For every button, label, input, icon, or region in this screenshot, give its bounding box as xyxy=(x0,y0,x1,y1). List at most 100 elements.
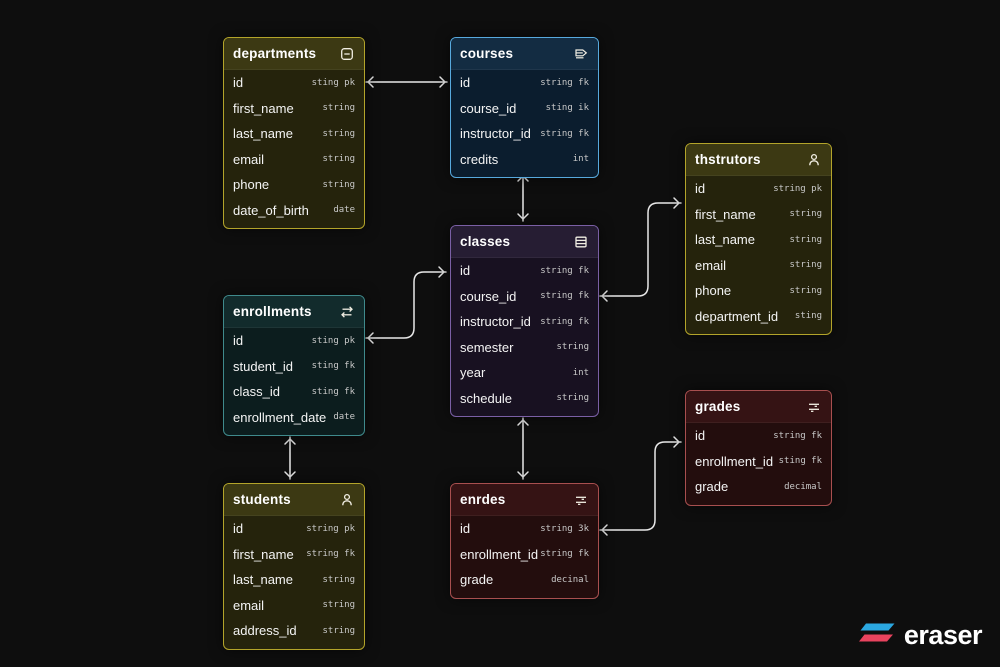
field-type: string xyxy=(789,209,822,220)
field-name: phone xyxy=(695,283,732,299)
field-type: date xyxy=(333,205,355,216)
entity-header[interactable]: grades xyxy=(686,391,831,423)
entity-header[interactable]: departments xyxy=(224,38,364,70)
entity-header[interactable]: classes xyxy=(451,226,598,258)
entity-title: courses xyxy=(460,46,514,61)
eraser-watermark[interactable]: eraser xyxy=(858,622,983,649)
field-name: grade xyxy=(460,572,494,588)
field-name: course_id xyxy=(460,288,517,304)
field-row[interactable]: id string fk xyxy=(451,70,598,96)
field-type: sting fk xyxy=(778,456,822,467)
field-name: first_name xyxy=(695,206,756,222)
field-type: string xyxy=(789,260,822,271)
connector-enrollments-classes[interactable] xyxy=(365,266,447,344)
field-type: string xyxy=(322,574,355,585)
field-type: sting pk xyxy=(311,335,355,346)
field-name: course_id xyxy=(460,100,517,116)
field-name: enrollment_id xyxy=(695,453,774,469)
field-name: email xyxy=(233,597,265,613)
field-type: sting ik xyxy=(545,103,589,114)
field-type: string fk xyxy=(540,316,589,327)
eraser-logo-icon xyxy=(858,622,895,649)
entity-header[interactable]: thstrutors xyxy=(686,144,831,176)
field-row[interactable]: id sting pk xyxy=(224,328,364,354)
entity-header[interactable]: courses xyxy=(451,38,598,70)
field-name: first_name xyxy=(233,100,294,116)
field-type: int xyxy=(572,367,589,378)
swap-arrows-icon xyxy=(339,304,355,320)
field-type: date xyxy=(333,412,355,423)
connector-courses-classes[interactable] xyxy=(517,173,529,222)
entity-title: thstrutors xyxy=(695,152,761,167)
connector-enrollments-students[interactable] xyxy=(284,436,296,480)
entity-title: classes xyxy=(460,234,511,249)
connector-departments-courses[interactable] xyxy=(365,76,448,88)
field-name: id xyxy=(460,521,471,537)
field-type: string xyxy=(322,625,355,636)
entity-header[interactable]: enrdes xyxy=(451,484,598,516)
entity-courses[interactable]: courses id string fk course_id sting ik in… xyxy=(450,37,599,178)
field-name: year xyxy=(460,365,486,381)
field-type: string fk xyxy=(773,430,822,441)
field-row[interactable]: enrollment_id sting fk xyxy=(686,449,831,475)
table-icon xyxy=(573,234,589,250)
entity-header[interactable]: students xyxy=(224,484,364,516)
field-row[interactable]: year int xyxy=(451,360,598,386)
field-name: student_id xyxy=(233,358,293,374)
connector-classes-thstrutors[interactable] xyxy=(599,197,682,302)
connector-classes-enrdes[interactable] xyxy=(517,417,529,480)
field-type: string fk xyxy=(306,549,355,560)
field-row[interactable]: course_id sting ik xyxy=(451,96,598,122)
field-name: id xyxy=(233,521,244,537)
field-name: instructor_id xyxy=(460,126,531,142)
field-name: credits xyxy=(460,151,499,167)
connector-enrdes-grades[interactable] xyxy=(599,436,682,536)
sliders-icon xyxy=(806,399,822,415)
field-row[interactable]: first_name string xyxy=(686,202,831,228)
field-name: id xyxy=(460,75,471,91)
field-type: string fk xyxy=(540,77,589,88)
field-name: id xyxy=(233,333,244,349)
entity-header[interactable]: enrollments xyxy=(224,296,364,328)
